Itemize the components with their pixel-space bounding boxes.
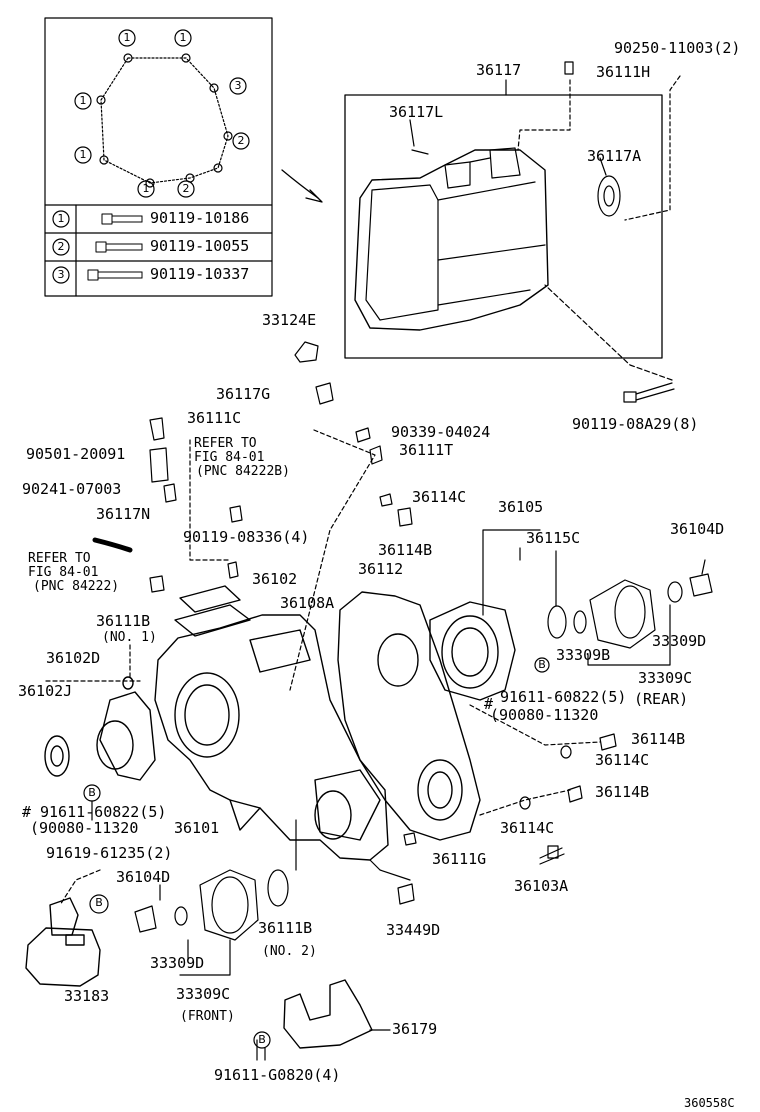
- inset-callout-circles: [52, 29, 250, 284]
- inset-row-key: 2: [57, 240, 65, 253]
- part-label[interactable]: 33183: [64, 987, 110, 1005]
- front-cover: [44, 676, 156, 781]
- part-label[interactable]: 36114B: [378, 541, 433, 559]
- part-label[interactable]: 33309B: [556, 646, 611, 664]
- part-label[interactable]: 90241-07003: [22, 480, 122, 498]
- b-callout-circles: [83, 657, 550, 1049]
- reference-note: (PNC 84222): [33, 579, 120, 594]
- part-label[interactable]: 36114C: [595, 751, 650, 769]
- part-label[interactable]: 36111C: [187, 409, 242, 427]
- part-label[interactable]: 36111H: [596, 63, 651, 81]
- bolt-hole-icon: [96, 53, 233, 188]
- inset-marker: 1: [142, 182, 150, 195]
- inset-marker: 2: [182, 182, 190, 195]
- part-label[interactable]: 90501-20091: [26, 445, 126, 463]
- part-label[interactable]: 36114C: [500, 819, 555, 837]
- part-note: (NO. 1): [102, 630, 157, 645]
- part-label[interactable]: 33124E: [262, 311, 317, 329]
- inset-marker: 1: [79, 94, 87, 107]
- reference-note[interactable]: FIG 84-01: [194, 450, 265, 465]
- part-label[interactable]: 36117G: [216, 385, 271, 403]
- part-label[interactable]: 36114C: [412, 488, 467, 506]
- inset-row-key: 3: [57, 268, 65, 281]
- part-label[interactable]: 36179: [392, 1020, 438, 1038]
- part-label[interactable]: 33309C: [638, 669, 693, 687]
- part-label[interactable]: (90080-11320: [30, 819, 139, 837]
- small-parts: [92, 341, 413, 593]
- extension-housing-group: [344, 61, 663, 359]
- engine-mount: [25, 897, 101, 987]
- part-label[interactable]: 91611-60822(5): [40, 803, 167, 821]
- part-label[interactable]: 36103A: [514, 877, 569, 895]
- part-label[interactable]: 33309D: [150, 954, 205, 972]
- inset-row-part[interactable]: 90119-10186: [150, 209, 250, 227]
- reference-note: REFER TO: [28, 551, 91, 566]
- part-label[interactable]: 36117L: [389, 103, 444, 121]
- b-callout: B: [538, 658, 546, 671]
- part-label[interactable]: 36114B: [595, 783, 650, 801]
- rear-flange: [547, 573, 713, 649]
- inset-marker: 1: [179, 31, 187, 44]
- inset-row-key: 1: [57, 212, 65, 225]
- part-label[interactable]: 91611-G0820(4): [214, 1066, 341, 1084]
- part-label[interactable]: 36115C: [526, 529, 581, 547]
- part-label[interactable]: 36102D: [46, 649, 101, 667]
- part-label[interactable]: 33309C: [176, 985, 231, 1003]
- part-label[interactable]: 33309D: [652, 632, 707, 650]
- mark: #: [484, 695, 494, 713]
- part-label[interactable]: (90080-11320: [490, 706, 599, 724]
- part-label[interactable]: 36102J: [18, 682, 73, 700]
- part-note: (NO. 2): [262, 944, 317, 959]
- part-label[interactable]: 36117N: [96, 505, 151, 523]
- part-label[interactable]: 36112: [358, 560, 404, 578]
- inset-marker: 3: [234, 79, 242, 92]
- reference-note: (PNC 84222B): [196, 464, 290, 479]
- inset-marker: 1: [123, 31, 131, 44]
- part-label[interactable]: 36105: [498, 498, 544, 516]
- part-label[interactable]: 36117A: [587, 147, 642, 165]
- part-label[interactable]: 36108A: [280, 594, 335, 612]
- part-label[interactable]: 36102: [252, 570, 298, 588]
- front-flange: [134, 869, 289, 941]
- inset-marker: 2: [237, 134, 245, 147]
- rear-cover: [429, 601, 516, 701]
- fasteners-right: [397, 733, 617, 905]
- part-label[interactable]: 36117: [476, 61, 522, 79]
- inset-row-part[interactable]: 90119-10337: [150, 265, 250, 283]
- b-callout: B: [88, 786, 96, 799]
- b-callout: B: [258, 1033, 266, 1046]
- part-label[interactable]: 36111G: [432, 850, 487, 868]
- part-note: (FRONT): [180, 1009, 235, 1024]
- part-label[interactable]: 91619-61235(2): [46, 844, 173, 862]
- part-note: (REAR): [634, 690, 689, 708]
- transfer-case-half: [337, 591, 481, 841]
- bolt-location-inset: [44, 17, 273, 297]
- mark: #: [22, 803, 32, 821]
- part-label[interactable]: 90119-08A29(8): [572, 415, 699, 433]
- part-label[interactable]: 36111T: [399, 441, 454, 459]
- bolt-icon: [87, 213, 143, 281]
- part-label[interactable]: 36111B: [258, 919, 313, 937]
- part-label[interactable]: 36104D: [116, 868, 171, 886]
- part-label[interactable]: 33449D: [386, 921, 441, 939]
- inset-row-part[interactable]: 90119-10055: [150, 237, 250, 255]
- illustration-code: 360558C: [684, 1096, 735, 1110]
- part-label[interactable]: 36111B: [96, 612, 151, 630]
- part-label[interactable]: 36114B: [631, 730, 686, 748]
- reference-note: REFER TO: [194, 436, 257, 451]
- reference-note[interactable]: FIG 84-01: [28, 565, 99, 580]
- b-callout: B: [95, 896, 103, 909]
- part-label[interactable]: 91611-60822(5): [500, 688, 627, 706]
- part-label[interactable]: 36101: [174, 819, 220, 837]
- inset-marker: 1: [79, 148, 87, 161]
- part-label[interactable]: 90119-08336(4): [183, 528, 310, 546]
- part-label[interactable]: 90250-11003(2): [614, 39, 741, 57]
- part-label[interactable]: 90339-04024: [391, 423, 491, 441]
- bracket: [283, 979, 373, 1049]
- part-label[interactable]: 36104D: [670, 520, 725, 538]
- bolt-icon: [623, 382, 675, 403]
